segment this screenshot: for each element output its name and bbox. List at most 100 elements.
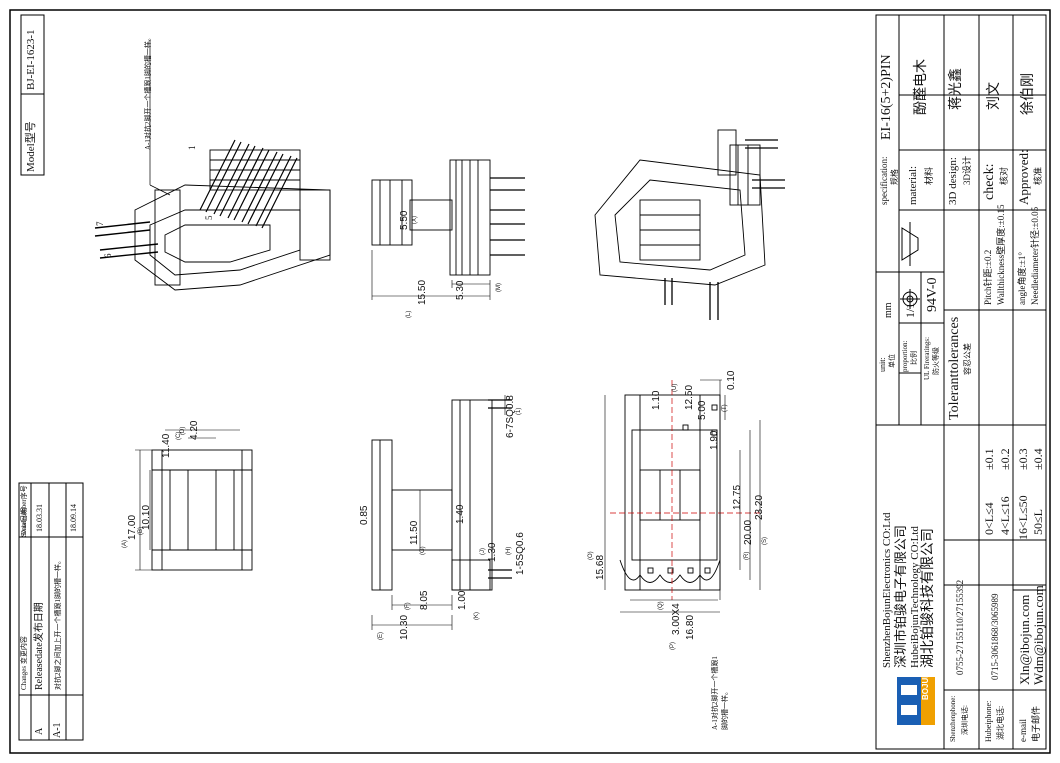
- front-view: [135, 429, 253, 571]
- changes-table: [18, 482, 84, 741]
- changes-header-content: Changes 变更内容: [20, 636, 28, 690]
- changes-row-serial: A: [34, 727, 45, 735]
- hubei-phone-label: Hubeiphone:: [984, 700, 993, 742]
- tol-range: 16<L≤50: [1016, 495, 1030, 540]
- dim-r: (R): [744, 551, 750, 560]
- dim-u: (U): [672, 383, 678, 392]
- pin-label-1: 1: [187, 145, 197, 151]
- approved-label: Approved:: [1016, 149, 1031, 205]
- dim-1-00: 1.00: [457, 590, 468, 610]
- tol-value: ±0.1: [982, 448, 996, 470]
- tol-value: ±0.4: [1031, 448, 1045, 470]
- proportion-value: 1/1: [903, 302, 917, 318]
- approved-value: 徐伯刚: [1021, 73, 1036, 115]
- dim-p: (P): [670, 642, 676, 650]
- pin-label-6: 6: [103, 253, 113, 259]
- note-top: A-1对抗2脚开一个槽跟1脚的槽一样。: [144, 34, 152, 150]
- spec-value: EI-16(5+2)PIN: [879, 54, 894, 140]
- company-en-1: ShenzhenBojunElectronics CO:Ltd: [881, 512, 893, 669]
- dim-g: (G): [420, 546, 426, 555]
- dim-o: (O): [588, 551, 594, 560]
- dim-12-75: 12.75: [732, 484, 743, 510]
- company-cn-1: 深圳市铂骏电子有限公司: [893, 524, 908, 668]
- projection-symbol: [900, 222, 920, 309]
- dim-h: (H): [506, 546, 512, 555]
- company-cn-2: 湖北铂骏科技有限公司: [921, 528, 936, 668]
- tolerance-wall: Wallthickness壁厚度:±0.15: [996, 204, 1006, 305]
- design-label: 3D design:: [947, 157, 959, 205]
- bojun-logo: [897, 677, 935, 725]
- check-label-cn: 核对: [999, 166, 1009, 185]
- side-view-bottom: [371, 395, 512, 630]
- changes-row-content: 对抗2脚之间加上开一个槽跟1脚的槽一样。: [54, 557, 62, 690]
- material-value: 酚醛电木: [914, 59, 929, 115]
- tol-value: ±0.2: [998, 448, 1012, 470]
- dim-m: (M): [496, 283, 502, 292]
- changes-row-content: Releasedate发布日期: [34, 602, 45, 690]
- dim-12-50: 12.50: [684, 384, 695, 410]
- note-bottom-1: A-1对抗2脚开一个槽跟1: [711, 656, 719, 730]
- model-value: BJ-EI-1623-1: [25, 29, 37, 91]
- pin-label-5: 5: [204, 215, 214, 221]
- shenzhen-phone-label-cn: 深圳电话:: [961, 705, 969, 735]
- dim-l: (L): [406, 310, 412, 318]
- dim-1-30: 1.30: [487, 542, 498, 562]
- proportion-label: proportion:: [901, 340, 909, 373]
- company-en-2: HubeiBojunTechnology CO:Ltd: [909, 526, 921, 668]
- dim-1-90: 1.90: [709, 430, 720, 450]
- dim-4-20: 4.20: [189, 420, 200, 440]
- check-value: 刘文: [987, 82, 1002, 110]
- dim-20-00: 20.00: [743, 519, 754, 545]
- changes-header-date: Date日期: [20, 507, 28, 535]
- hubei-phone: 0715-3061868/3065989: [990, 593, 1000, 681]
- dim-s: (S): [762, 537, 768, 545]
- email-label: e-mail: [1018, 719, 1028, 742]
- material-label-cn: 材料: [924, 166, 934, 185]
- dim-1: (1): [516, 407, 522, 415]
- changes-row-date: 18.09.14: [69, 504, 78, 532]
- changes-row-serial: A-1: [52, 722, 63, 738]
- dim-5-30: 5.30: [455, 280, 466, 300]
- tolerance-needle: Needlediameter针径:±0.05: [1030, 206, 1040, 305]
- dim-16-80: 16.80: [685, 614, 696, 640]
- dim-11-50: 11.50: [409, 520, 420, 545]
- sheet-border: [9, 9, 1051, 754]
- model-label: Model型号: [25, 121, 37, 172]
- tolerance-title: Toleranttolerances: [947, 316, 962, 420]
- title-block: [875, 14, 1047, 750]
- dim-1-5sq: 1-5SQ0.6: [515, 532, 526, 575]
- pin-label-7: 7: [95, 221, 105, 227]
- tolerance-angle: angle角度:±1°: [1017, 251, 1027, 305]
- approved-label-cn: 核准: [1033, 166, 1043, 185]
- model-box: [20, 14, 45, 176]
- dim-0-85: 0.85: [359, 505, 370, 525]
- ul-label: UL Fireratings:: [923, 336, 931, 380]
- spec-label-cn: 规格: [890, 169, 899, 185]
- design-label-cn: 3D设计: [962, 156, 972, 185]
- dim-0-10: 0.10: [726, 370, 737, 390]
- dim-1-10: 1.10: [651, 390, 662, 410]
- dim-8-05: 8.05: [419, 590, 430, 610]
- dim-17-00: 17.00: [127, 514, 138, 540]
- unit-label-cn: 单位: [888, 354, 896, 368]
- dim-1-40: 1.40: [455, 504, 466, 524]
- side-view-top: [371, 159, 525, 300]
- ul-value: 94V-0: [925, 277, 940, 313]
- hubei-phone-label-cn: 湖北电话:: [996, 705, 1005, 740]
- dim-a: (A): [122, 540, 128, 548]
- ul-label-cn: 防火等级: [932, 347, 940, 375]
- brand-name: BOJUN: [921, 671, 930, 700]
- tol-range: 4<L≤16: [998, 496, 1012, 535]
- material-label: material:: [907, 165, 919, 205]
- bottom-view: [604, 379, 761, 613]
- changes-row-date: 18.03.31: [35, 504, 44, 532]
- iso-view-top-right: [594, 129, 785, 320]
- dim-6-7sq: 6-7SQ0.8: [505, 395, 516, 438]
- dim-10-30: 10.30: [399, 614, 410, 640]
- tol-value: ±0.3: [1016, 448, 1030, 470]
- email-2: Wdm@ibojun.com: [1031, 585, 1046, 685]
- dim-x: (X): [412, 216, 418, 224]
- dim-5-00: 5.00: [697, 400, 708, 420]
